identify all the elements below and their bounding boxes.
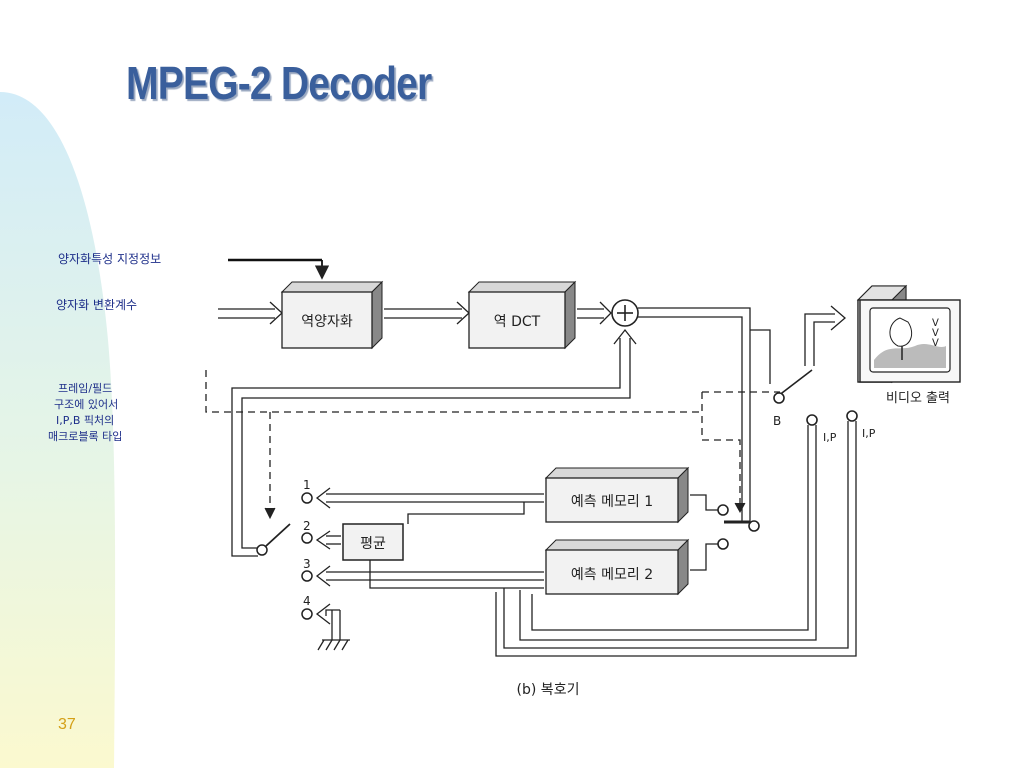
selector-4-label: 4 [303, 594, 311, 608]
svg-text:ᐯ: ᐯ [932, 328, 939, 339]
inverse-quant-label: 역양자화 [301, 314, 353, 330]
slide-number: 37 [58, 716, 76, 733]
selector-2-label: 2 [303, 519, 311, 533]
average-label: 평균 [360, 536, 386, 552]
to-video-arrow [804, 305, 846, 366]
pred-memory-2-label: 예측 메모리 2 [571, 567, 653, 583]
pred-memory-1-label: 예측 메모리 1 [571, 494, 653, 510]
prediction-feedback-line [231, 328, 637, 557]
coeff-input-arrow [218, 301, 283, 325]
output-switch [773, 369, 858, 426]
average-input-wires [369, 502, 544, 589]
video-out-label: 비디오 출력 [886, 391, 950, 406]
inverse-quant-block: 역양자화 [280, 280, 384, 350]
switch-ip-label-1: I,P [823, 431, 837, 444]
quant-coeff-label: 양자화 변환계수 [56, 298, 138, 312]
average-block: 평균 [342, 523, 404, 561]
selector-contacts [256, 492, 313, 620]
switch-b-label: B [773, 414, 781, 428]
selector-3-label: 3 [303, 557, 311, 571]
idct-to-adder-arrow [577, 301, 612, 325]
pred-memory-1-block: 예측 메모리 1 [544, 466, 690, 524]
return-lines [495, 421, 857, 657]
adder-node [611, 299, 639, 327]
adder-output-line [638, 307, 771, 522]
mb-type-control-line [205, 370, 780, 510]
quant-info-label: 양자화특성 지정정보 [58, 252, 162, 266]
frame-field-label-2: 구조에 있어서 [54, 398, 119, 411]
control-arrowhead [734, 502, 746, 514]
video-display: ᐯ ᐯ ᐯ [856, 284, 961, 384]
switch-ip-label-2: I,P [862, 427, 876, 440]
frame-field-label-4: 매크로블록 타입 [48, 430, 123, 443]
selector-input-arrows [315, 487, 544, 651]
inverse-dct-block: 역 DCT [467, 280, 577, 350]
frame-field-label-1: 프레임/필드 [58, 382, 113, 395]
svg-text:ᐯ: ᐯ [932, 318, 939, 329]
control-arrowhead-2 [264, 507, 276, 520]
diagram-caption: (b) 복호기 [517, 682, 580, 698]
iq-to-idct-arrow [384, 301, 470, 325]
quant-info-arrow [228, 258, 330, 280]
inverse-dct-label: 역 DCT [494, 314, 541, 330]
memory-switch-wires [690, 494, 718, 571]
frame-field-label-3: I,P,B 픽처의 [56, 414, 115, 427]
slide-title: MPEG-2 Decoder [126, 57, 432, 109]
memory-switch [717, 504, 760, 550]
svg-text:ᐯ: ᐯ [932, 338, 939, 349]
pred-memory-2-block: 예측 메모리 2 [544, 538, 690, 596]
selector-1-label: 1 [303, 478, 311, 492]
